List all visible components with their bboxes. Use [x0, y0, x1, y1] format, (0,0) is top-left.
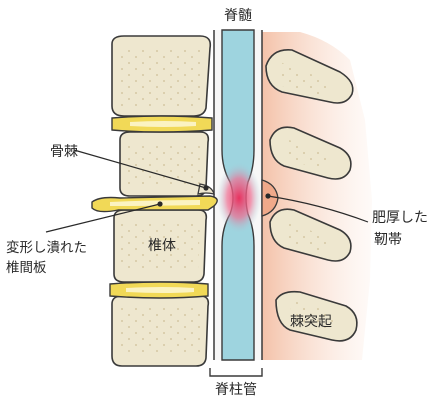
disc-leader-dot	[157, 201, 162, 206]
disc-label-line2: 椎間板	[6, 260, 47, 276]
canal-bracket	[210, 368, 262, 376]
vertebral-body-label: 椎体	[148, 238, 176, 254]
osteophyte-label: 骨棘	[50, 144, 78, 160]
vertebra-4	[112, 296, 208, 366]
spinal-cord-label: 脊髄	[224, 8, 252, 24]
disc-3	[110, 282, 208, 298]
disc-1	[112, 116, 212, 132]
ligament-label-line2: 靭帯	[374, 232, 402, 248]
ligament-leader-dot	[265, 193, 270, 198]
vertebra-1	[112, 36, 210, 116]
deformed-disc	[92, 196, 217, 212]
spinal-canal-label: 脊柱管	[215, 382, 257, 398]
osteophyte-leader-dot	[203, 185, 208, 190]
spinous-process-label: 棘突起	[290, 314, 332, 330]
compression-zone	[217, 162, 261, 234]
disc-label-line1: 変形し潰れた	[6, 239, 87, 256]
ligament-label-line1: 肥厚した	[372, 210, 428, 226]
vertebra-2	[120, 132, 208, 196]
